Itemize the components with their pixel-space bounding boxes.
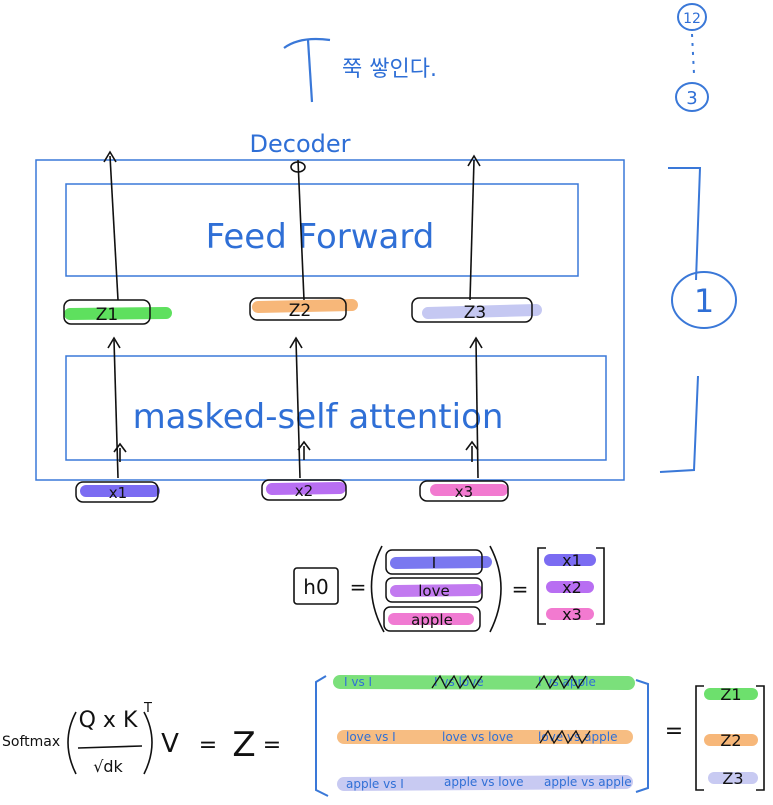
x-token-1: x1 — [75, 481, 160, 503]
matrix-right-bracket — [635, 679, 649, 793]
svg-text:Z3: Z3 — [722, 769, 743, 788]
cell-love-vs-apple: love vs apple — [538, 730, 617, 744]
cell-i-vs-love: I vs love — [434, 675, 484, 689]
stacked-note: 쭉 쌓인다. — [342, 57, 437, 82]
z-symbol: Z — [232, 725, 255, 765]
h0-equals: = — [350, 575, 367, 599]
matrix-row-3: apple vs I apple vs love apple vs apple — [337, 775, 633, 791]
result-z3: Z3 — [708, 769, 758, 788]
softmax-right-paren — [143, 711, 153, 775]
result-z1: Z1 — [704, 685, 758, 704]
svg-text:12: 12 — [683, 11, 701, 27]
h0-vector-equals: = — [512, 577, 529, 601]
feed-forward-label: Feed Forward — [206, 217, 435, 257]
softmax-left-paren — [67, 711, 77, 775]
z-token-1: Z1 — [63, 299, 172, 325]
cell-love-vs-i: love vs I — [346, 730, 396, 744]
svg-text:apple: apple — [411, 611, 453, 629]
stack-marker-bottom: 3 — [675, 82, 709, 112]
masked-scribble-1 — [431, 674, 483, 690]
result-z2: Z2 — [704, 731, 758, 750]
feed-forward-box — [65, 183, 579, 277]
h0-vector-right-bracket — [596, 547, 605, 625]
svg-text:Z3: Z3 — [464, 303, 486, 323]
svg-text:x1: x1 — [109, 484, 127, 502]
z-token-3: Z3 — [411, 297, 542, 323]
matrix-row-2: love vs I love vs love love vs apple — [337, 729, 633, 745]
h0-label: h0 — [293, 567, 339, 605]
matrix-left-bracket — [315, 675, 329, 797]
block-bracket-bottom — [659, 375, 699, 473]
block-index-marker: 1 — [671, 271, 737, 329]
svg-text:x1: x1 — [562, 551, 582, 570]
block-bracket-top — [668, 167, 702, 281]
svg-text:1: 1 — [694, 282, 714, 320]
h0-left-paren — [370, 545, 385, 633]
flow-arrows — [103, 150, 483, 479]
h0-vector-x1: x1 — [544, 551, 596, 570]
cell-apple-vs-apple: apple vs apple — [544, 775, 632, 789]
sqrt-dk-denominator: √dk — [93, 757, 123, 776]
stack-marker-top: 12 — [677, 3, 707, 31]
svg-text:I: I — [432, 554, 436, 572]
h0-word-love: love — [385, 577, 483, 603]
svg-text:h0: h0 — [303, 575, 328, 599]
cell-love-vs-love: love vs love — [442, 730, 513, 744]
h0-word-i: I — [385, 549, 492, 575]
svg-text:x3: x3 — [562, 605, 582, 624]
svg-text:Z1: Z1 — [96, 305, 118, 325]
h0-word-apple: apple — [383, 606, 481, 632]
formula-equals-2: = — [263, 733, 281, 758]
stack-dots — [691, 33, 695, 75]
result-left-bracket — [695, 685, 704, 791]
svg-text:Z2: Z2 — [720, 731, 741, 750]
transpose-mark: T — [143, 701, 152, 716]
svg-text:x2: x2 — [295, 482, 313, 500]
svg-text:x3: x3 — [455, 483, 473, 501]
attention-label: masked-self attention — [133, 397, 504, 437]
h0-right-paren — [489, 545, 502, 633]
softmax-text: Softmax — [2, 734, 60, 750]
attention-box — [65, 355, 607, 461]
qk-numerator: Q x K — [79, 708, 138, 733]
matrix-row-1: I vs I I vs love I vs apple — [333, 674, 635, 690]
svg-text:x2: x2 — [562, 578, 582, 597]
svg-text:love: love — [418, 582, 449, 600]
z-token-2: Z2 — [249, 297, 358, 321]
svg-text:Z2: Z2 — [289, 301, 311, 321]
decoder-title: Decoder — [250, 130, 351, 158]
top-output-arrow — [283, 37, 331, 103]
masked-scribble-2 — [535, 674, 587, 690]
svg-text:Z1: Z1 — [720, 685, 741, 704]
cell-i-vs-i: I vs I — [344, 675, 372, 689]
v-symbol: V — [161, 729, 179, 759]
cell-i-vs-apple: I vs apple — [538, 675, 596, 689]
cell-apple-vs-love: apple vs love — [444, 775, 523, 789]
result-right-bracket — [756, 685, 765, 791]
cell-apple-vs-i: apple vs I — [346, 777, 404, 791]
x-token-3: x3 — [419, 480, 509, 502]
h0-vector-x3: x3 — [546, 605, 594, 624]
h0-vector-left-bracket — [537, 547, 546, 625]
matrix-equals: = — [665, 719, 683, 744]
fraction-bar — [77, 745, 143, 749]
softmax-formula: Softmax Q x K T √dk V = Z = — [2, 701, 281, 776]
x-token-2: x2 — [261, 479, 347, 501]
formula-equals-1: = — [199, 733, 217, 758]
svg-text:3: 3 — [686, 88, 697, 109]
masked-scribble-3 — [539, 729, 591, 745]
h0-vector-x2: x2 — [546, 578, 594, 597]
